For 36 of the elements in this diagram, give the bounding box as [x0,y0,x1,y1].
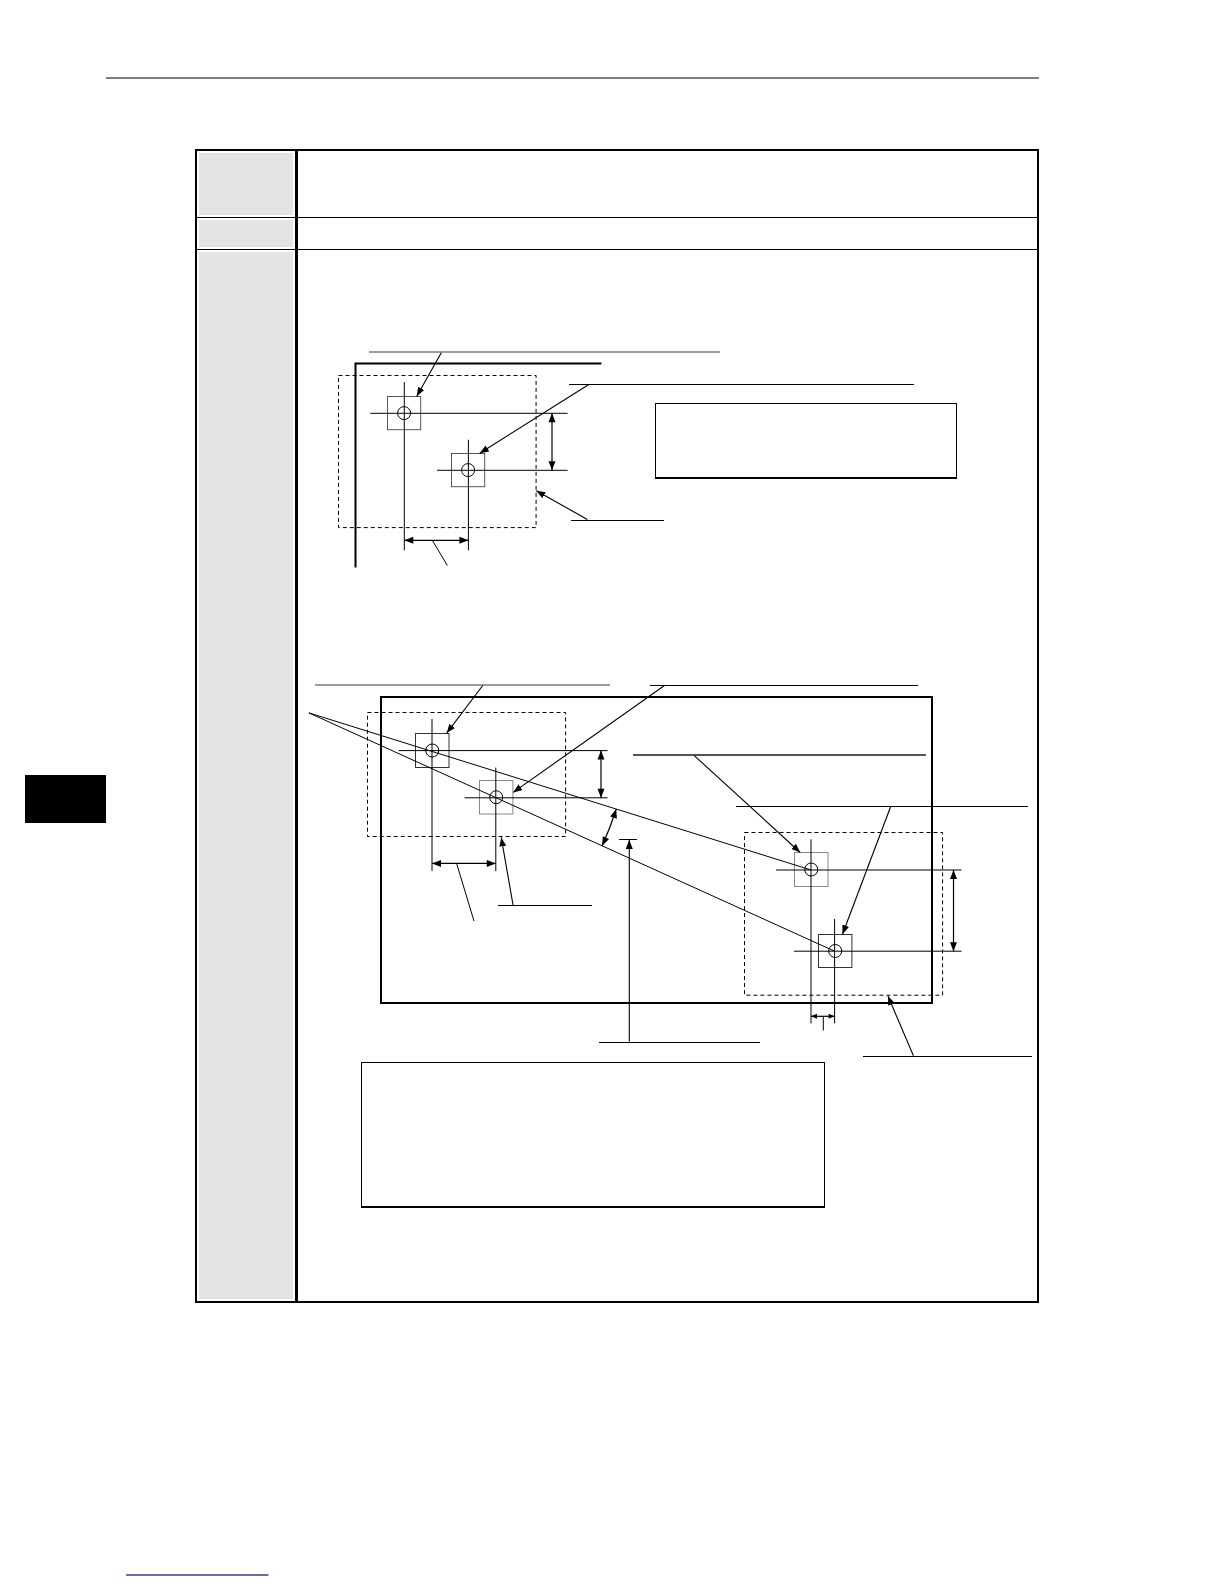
alignment-mark [387,396,422,431]
underline [863,1055,1032,1057]
alignment-mark [817,934,852,969]
leader-arrow [499,836,514,906]
underline [736,805,1028,807]
alignment-mark [794,852,829,888]
leader-arrow [625,839,633,1043]
underline [649,684,918,686]
leader-arrow [693,755,801,854]
table-cell [295,218,1037,250]
alignment-mark [451,453,486,488]
blank-panel [655,403,957,479]
section-tab [25,775,106,823]
search-region [744,832,944,996]
table-header-cell [197,151,295,218]
underline [369,350,720,353]
table-header-cell [197,218,295,250]
leader-arrow [446,684,484,734]
alignment-mark [415,733,450,769]
leader-arrow [416,352,442,397]
blank-panel [361,1062,825,1208]
leader-arrow [535,490,588,521]
alignment-mark [478,780,514,815]
table-header-cell [197,250,295,1301]
table-cell [295,151,1037,218]
search-region [366,712,566,838]
underline [498,905,592,907]
search-region [337,375,537,529]
tick-mark [619,838,637,840]
leader-arrow [887,995,914,1057]
underline [599,1041,760,1043]
underline [633,754,926,756]
underline [568,383,915,385]
underline [571,519,665,521]
leader-arrow [841,806,892,935]
underline [314,683,610,686]
